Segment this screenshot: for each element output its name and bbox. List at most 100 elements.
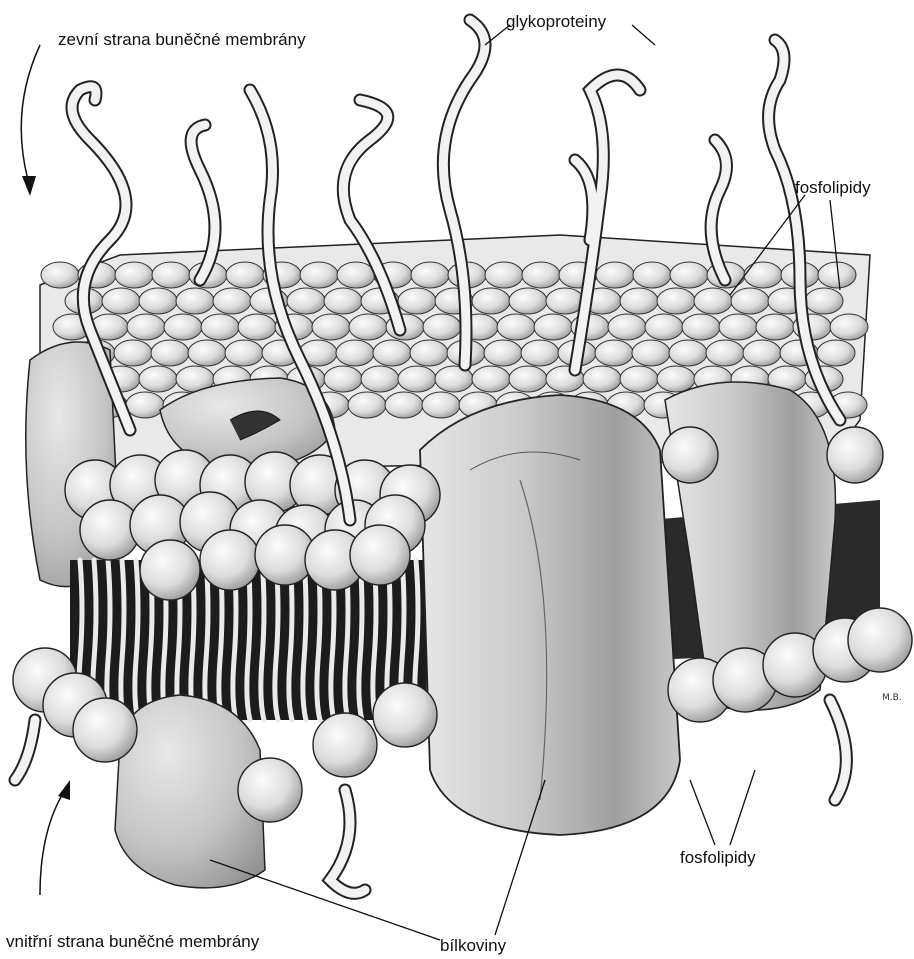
phospholipid-head: [114, 340, 152, 366]
phospholipid-head: [213, 288, 251, 314]
phospholipid-head: [188, 340, 226, 366]
phospholipid-head: [670, 262, 708, 288]
phospholipid-head: [596, 262, 634, 288]
leader-proteins-left: [210, 860, 440, 940]
lipid-tail: [205, 560, 208, 720]
phospholipid-head: [41, 262, 79, 288]
phospholipid-head: [115, 262, 153, 288]
phospholipid-head: [350, 525, 410, 585]
lipid-tail: [303, 560, 306, 720]
phospholipid-head: [830, 314, 868, 340]
phospholipid-head: [827, 427, 883, 483]
phospholipid-head: [410, 340, 448, 366]
phospholipid-head: [682, 314, 720, 340]
phospholipid-head: [657, 366, 695, 392]
phospholipid-head: [719, 314, 757, 340]
lipid-tail: [261, 560, 264, 720]
phospholipid-head: [126, 392, 164, 418]
phospholipid-head: [744, 262, 782, 288]
phospholipid-head: [633, 262, 671, 288]
leader-phospholipids-bottom-right: [730, 770, 755, 845]
phospholipid-head: [662, 427, 718, 483]
phospholipid-head: [484, 340, 522, 366]
phospholipid-head: [361, 366, 399, 392]
phospholipid-head: [140, 540, 200, 600]
phospholipid-head: [522, 262, 560, 288]
phospholipid-head: [313, 713, 377, 777]
phospholipid-head: [608, 314, 646, 340]
phospholipid-head: [225, 340, 263, 366]
phospholipid-head: [238, 314, 276, 340]
phospholipid-head: [411, 262, 449, 288]
phospholipid-head: [472, 366, 510, 392]
phospholipid-head: [509, 288, 547, 314]
phospholipid-head: [373, 340, 411, 366]
phospholipid-head: [423, 314, 461, 340]
phospholipid-head: [336, 340, 374, 366]
phospholipid-head: [139, 288, 177, 314]
lipid-tail: [107, 560, 110, 720]
label-inner-side: vnitřní strana buněčné membrány: [6, 932, 259, 952]
phospholipid-head: [73, 698, 137, 762]
label-phospholipids-top: fosfolipidy: [795, 178, 871, 198]
inner-side-arrow: [40, 780, 70, 895]
label-glycoproteins: glykoproteiny: [506, 12, 606, 32]
phospholipid-head: [337, 262, 375, 288]
lipid-tail: [359, 560, 362, 720]
phospholipid-head: [595, 340, 633, 366]
phospholipid-head: [669, 340, 707, 366]
phospholipid-head: [348, 392, 386, 418]
transmembrane-protein-center: [420, 395, 680, 835]
phospholipid-head: [743, 340, 781, 366]
phospholipid-head: [817, 340, 855, 366]
phospholipid-head: [620, 366, 658, 392]
phospholipid-head: [534, 314, 572, 340]
phospholipid-head: [226, 262, 264, 288]
phospholipid-head: [385, 392, 423, 418]
label-proteins: bílkoviny: [440, 936, 506, 956]
lipid-tail: [121, 560, 124, 720]
phospholipid-head: [422, 392, 460, 418]
phospholipid-head: [102, 288, 140, 314]
phospholipid-head: [373, 683, 437, 747]
phospholipid-head: [312, 314, 350, 340]
phospholipid-head: [497, 314, 535, 340]
phospholipid-head: [398, 288, 436, 314]
label-phospholipids-bottom: fosfolipidy: [680, 848, 756, 868]
phospholipid-head: [805, 288, 843, 314]
phospholipid-head: [238, 758, 302, 822]
phospholipid-head: [151, 340, 189, 366]
phospholipid-head: [521, 340, 559, 366]
phospholipid-head: [472, 288, 510, 314]
phospholipid-head: [324, 288, 362, 314]
phospholipid-head: [127, 314, 165, 340]
phospholipid-head: [645, 314, 683, 340]
leader-phospholipids-bottom-left: [690, 780, 715, 845]
phospholipid-head: [398, 366, 436, 392]
lipid-tail: [135, 560, 138, 720]
leader-glycoproteins-right: [632, 25, 655, 45]
phospholipid-head: [657, 288, 695, 314]
phospholipid-head: [300, 262, 338, 288]
phospholipid-head: [509, 366, 547, 392]
artist-signature: M.B.: [882, 688, 902, 708]
phospholipid-head: [324, 366, 362, 392]
phospholipid-head: [731, 288, 769, 314]
phospholipid-head: [706, 340, 744, 366]
phospholipid-head: [485, 262, 523, 288]
outer-side-arrow: [21, 45, 40, 196]
phospholipid-head: [848, 608, 912, 672]
phospholipid-head: [694, 288, 732, 314]
phospholipid-head: [756, 314, 794, 340]
phospholipid-head: [287, 288, 325, 314]
phospholipid-head: [164, 314, 202, 340]
phospholipid-head: [349, 314, 387, 340]
phospholipid-head: [632, 340, 670, 366]
phospholipid-head: [152, 262, 190, 288]
phospholipid-head: [583, 366, 621, 392]
phospholipid-head: [139, 366, 177, 392]
phospholipid-head: [620, 288, 658, 314]
phospholipid-head: [201, 314, 239, 340]
